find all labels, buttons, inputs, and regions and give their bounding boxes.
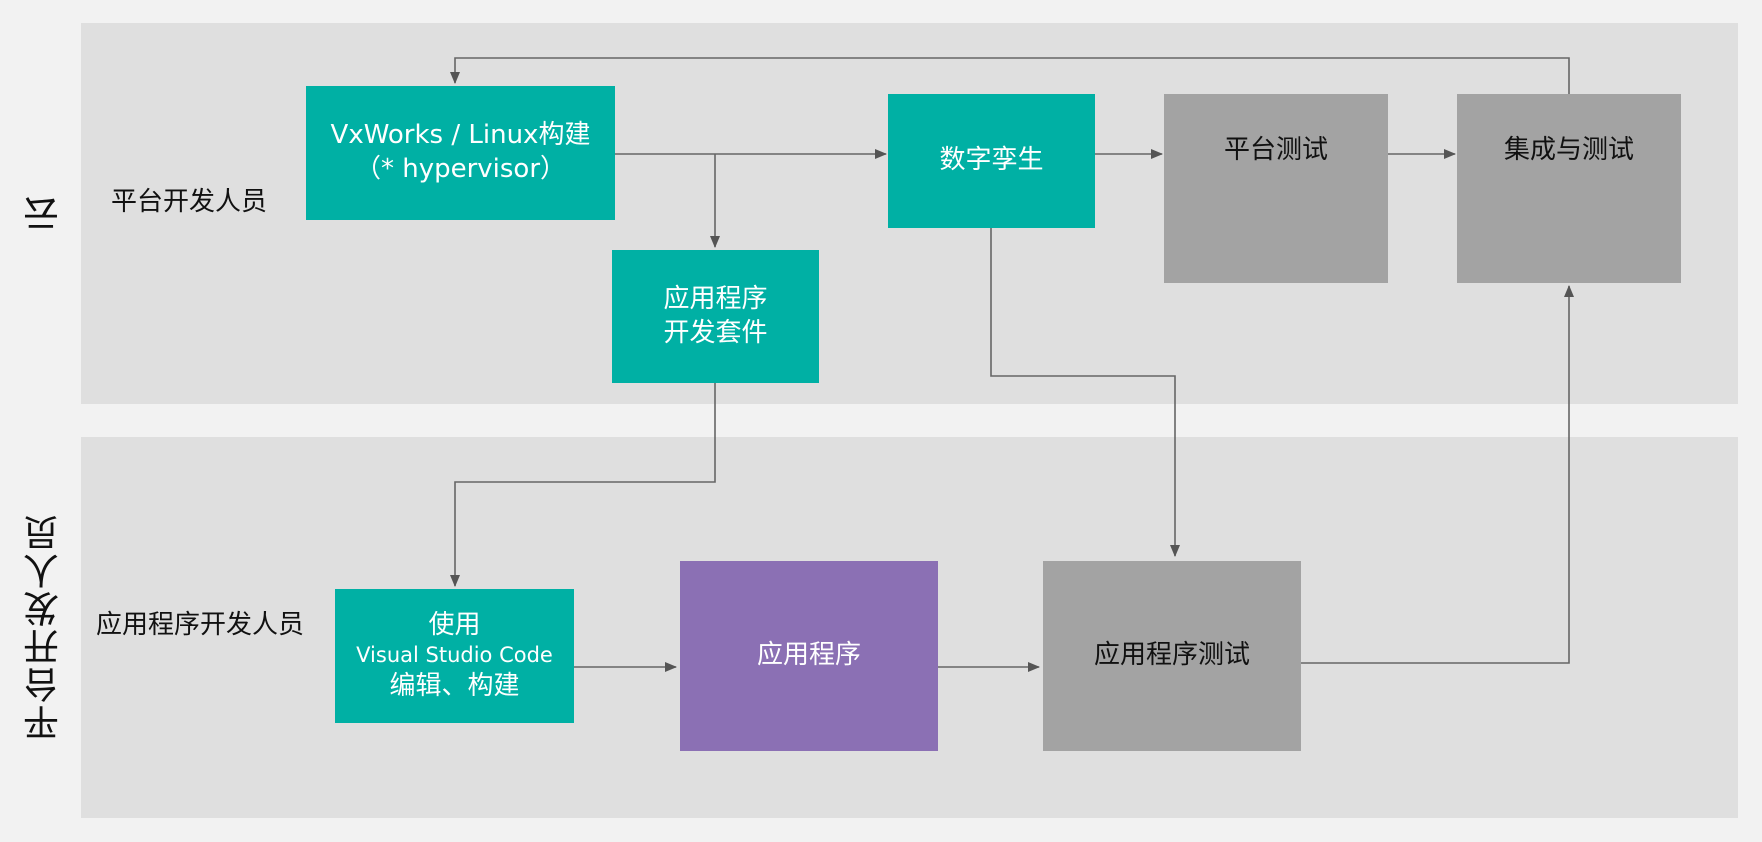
node-app-test[interactable]: 应用程序测试 <box>1043 561 1301 751</box>
node-vscode-line1: 使用 <box>428 609 481 640</box>
node-vscode[interactable]: 使用 Visual Studio Code 编辑、构建 <box>335 589 574 723</box>
node-sdk-line2: 开发套件 <box>663 317 768 348</box>
node-vscode-line2: Visual Studio Code <box>356 643 553 668</box>
node-sdk[interactable]: 应用程序 开发套件 <box>612 250 819 383</box>
node-app-test-line1: 应用程序测试 <box>1093 640 1250 671</box>
node-twin-line1: 数字孪生 <box>939 145 1044 176</box>
node-integration-test[interactable]: 集成与测试 <box>1457 94 1681 283</box>
node-integration-line1: 集成与测试 <box>1503 135 1634 165</box>
connector-app-test-to-integration <box>1301 285 1574 664</box>
node-digital-twin[interactable]: 数字孪生 <box>888 94 1095 228</box>
node-sdk-line1: 应用程序 <box>663 283 768 314</box>
node-vscode-line3: 编辑、构建 <box>389 670 520 701</box>
role-platform-developer: 平台开发人员 <box>111 187 268 217</box>
connector-twin-to-app-test <box>990 228 1180 557</box>
connector-integration-to-build <box>450 57 1570 94</box>
node-platform-test[interactable]: 平台测试 <box>1164 94 1388 283</box>
node-build-line2: （* hypervisor） <box>354 154 567 184</box>
connector-sdk-to-vscode <box>450 383 716 587</box>
node-build-line1: VxWorks / Linux构建 <box>330 120 591 151</box>
node-application[interactable]: 应用程序 <box>680 561 938 751</box>
role-application-developer: 应用程序开发人员 <box>96 610 305 640</box>
node-app-line1: 应用程序 <box>756 640 861 671</box>
node-build[interactable]: VxWorks / Linux构建 （* hypervisor） <box>306 86 615 220</box>
node-platform-test-line1: 平台测试 <box>1223 135 1328 165</box>
